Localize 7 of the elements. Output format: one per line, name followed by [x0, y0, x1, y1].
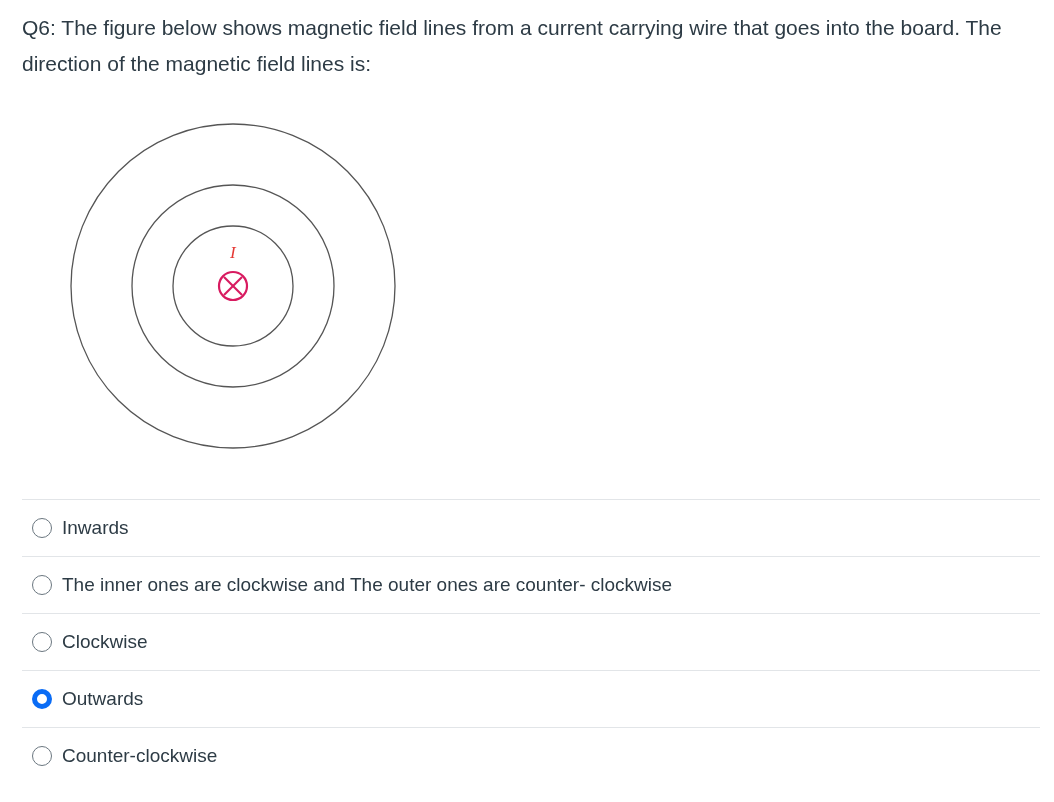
answer-option: The inner ones are clockwise and The outer ones are counter- clockwise	[62, 574, 673, 596]
answer-option: Inwards	[62, 517, 129, 539]
current-label: I	[230, 244, 236, 261]
answer-option: Outwards	[62, 688, 144, 710]
question-text: Q6: The figure below shows magnetic field lines from a current carrying wire that goes into the board. The direction of the magnetic field lines is:	[22, 15, 1003, 77]
answer-option: Clockwise	[62, 631, 148, 653]
answer-option: Counter-clockwise	[62, 745, 218, 767]
